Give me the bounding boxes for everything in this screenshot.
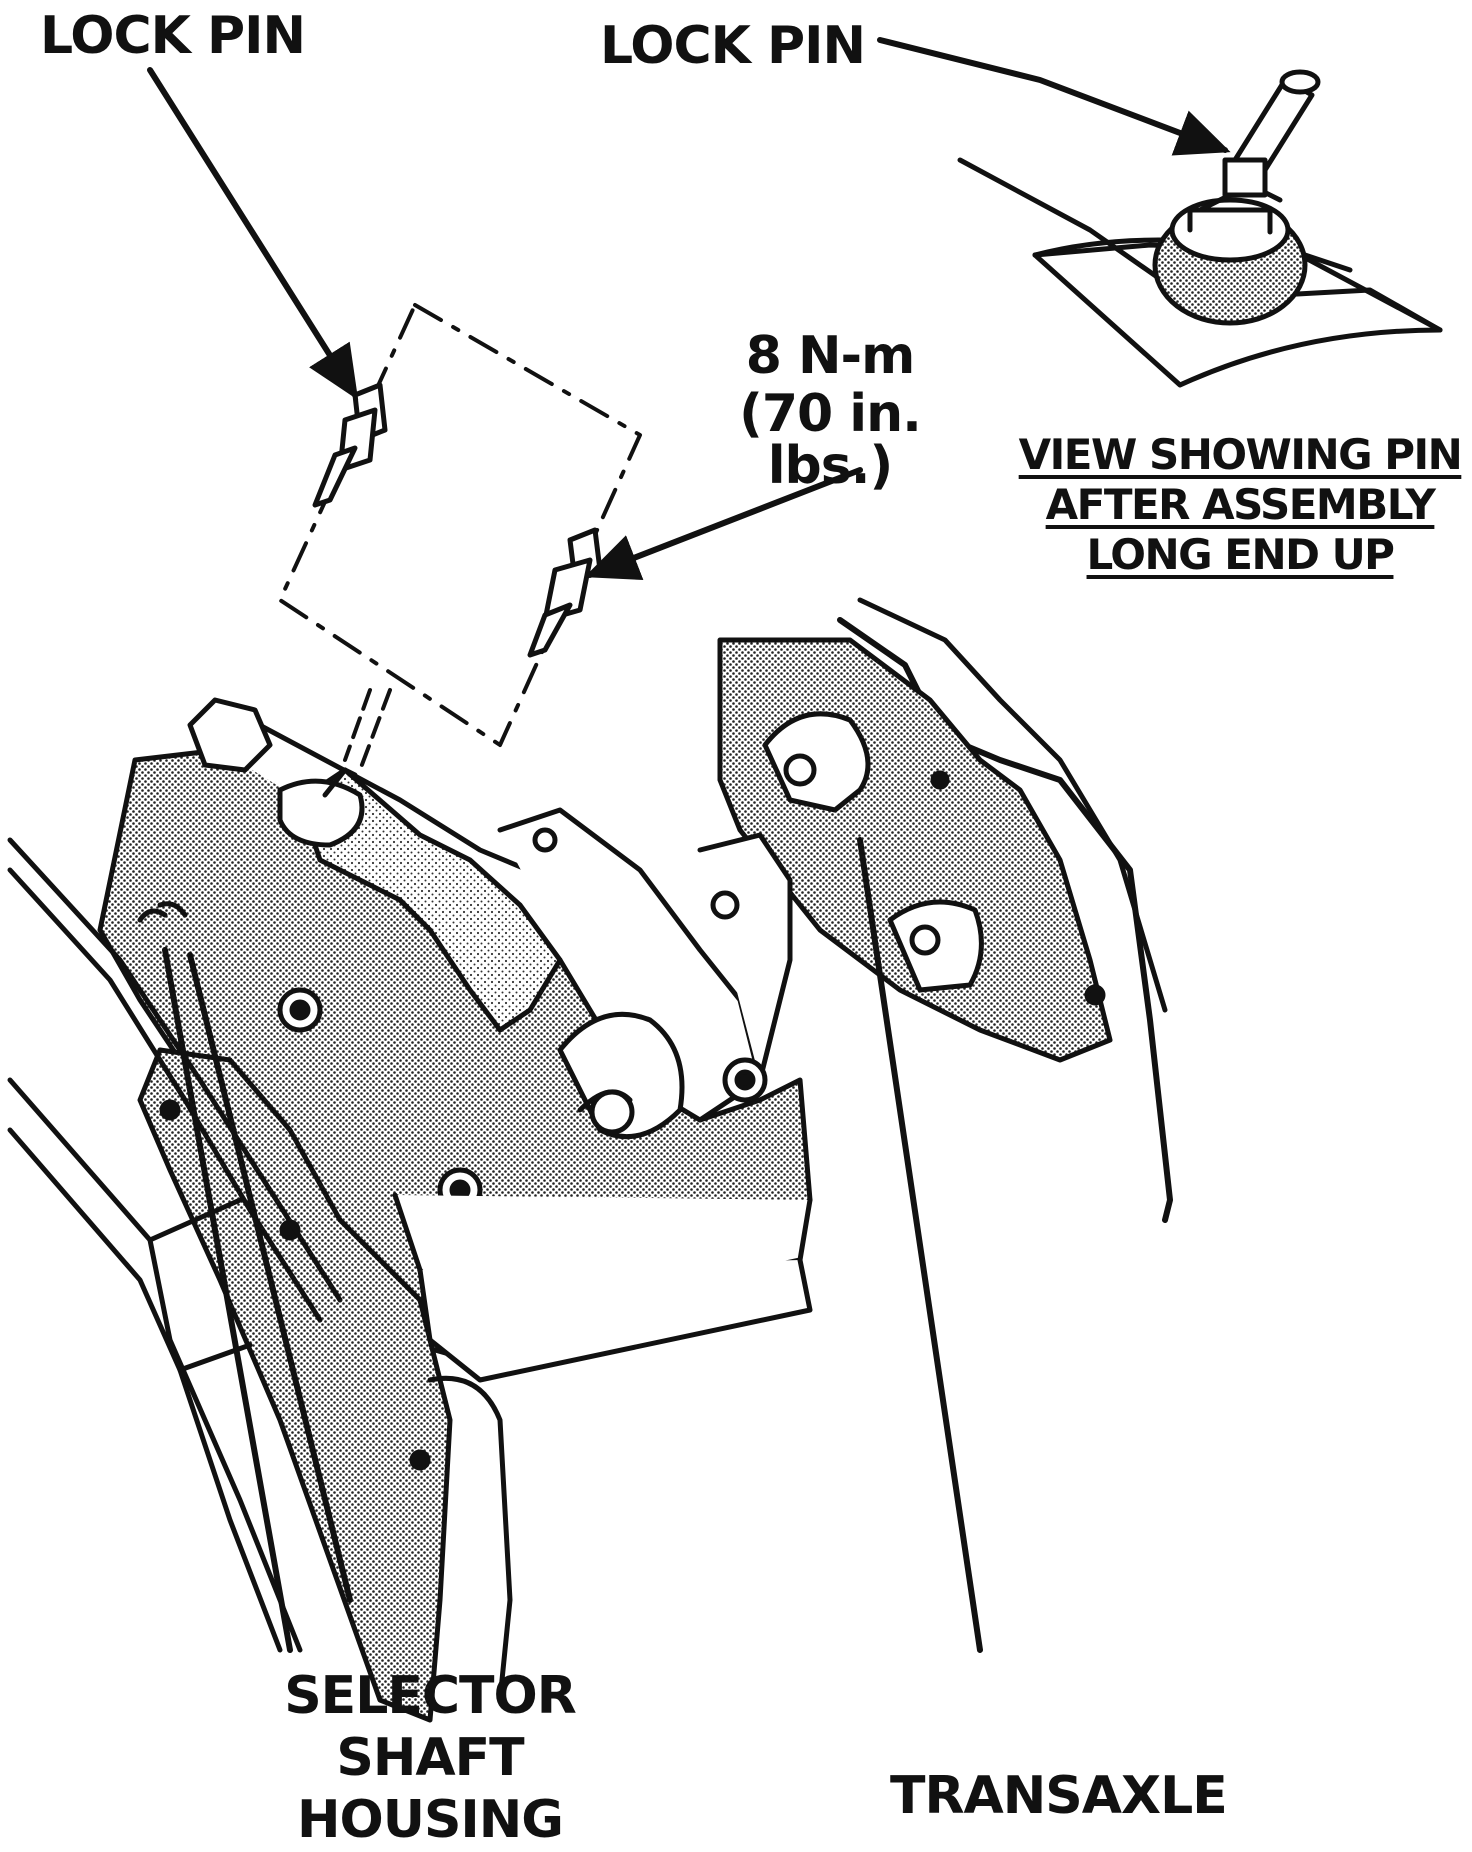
torque-spec-label: 8 N-m (70 in. lbs.) bbox=[680, 330, 980, 492]
leader-lines bbox=[147, 37, 1231, 1653]
torque-nm: 8 N-m bbox=[745, 326, 916, 386]
selector-line-1: SELECTOR bbox=[284, 1666, 577, 1726]
selector-line-2: SHAFT bbox=[336, 1728, 524, 1788]
view-caption: VIEW SHOWING PIN AFTER ASSEMBLY LONG END… bbox=[1010, 430, 1470, 580]
lock-pin-label-left: LOCK PIN bbox=[40, 6, 306, 66]
inset-view-lock-pin bbox=[957, 69, 1443, 388]
view-caption-line-1: VIEW SHOWING PIN bbox=[1018, 430, 1463, 479]
vehicle-frame-lines bbox=[7, 837, 513, 1703]
selector-shaft-housing-label: SELECTOR SHAFT HOUSING bbox=[250, 1665, 610, 1851]
selector-shaft-housing bbox=[97, 697, 813, 1723]
lock-pin-label-right: LOCK PIN bbox=[600, 16, 866, 76]
view-caption-line-2: AFTER ASSEMBLY bbox=[1045, 480, 1436, 529]
lock-pin-exploded bbox=[312, 382, 388, 508]
torque-inlbs: (70 in. lbs.) bbox=[739, 384, 922, 496]
selector-line-3: HOUSING bbox=[297, 1790, 564, 1850]
torque-pin-exploded bbox=[527, 527, 603, 658]
view-caption-line-3: LONG END UP bbox=[1086, 530, 1395, 579]
transaxle-label: TRANSAXLE bbox=[890, 1766, 1228, 1826]
